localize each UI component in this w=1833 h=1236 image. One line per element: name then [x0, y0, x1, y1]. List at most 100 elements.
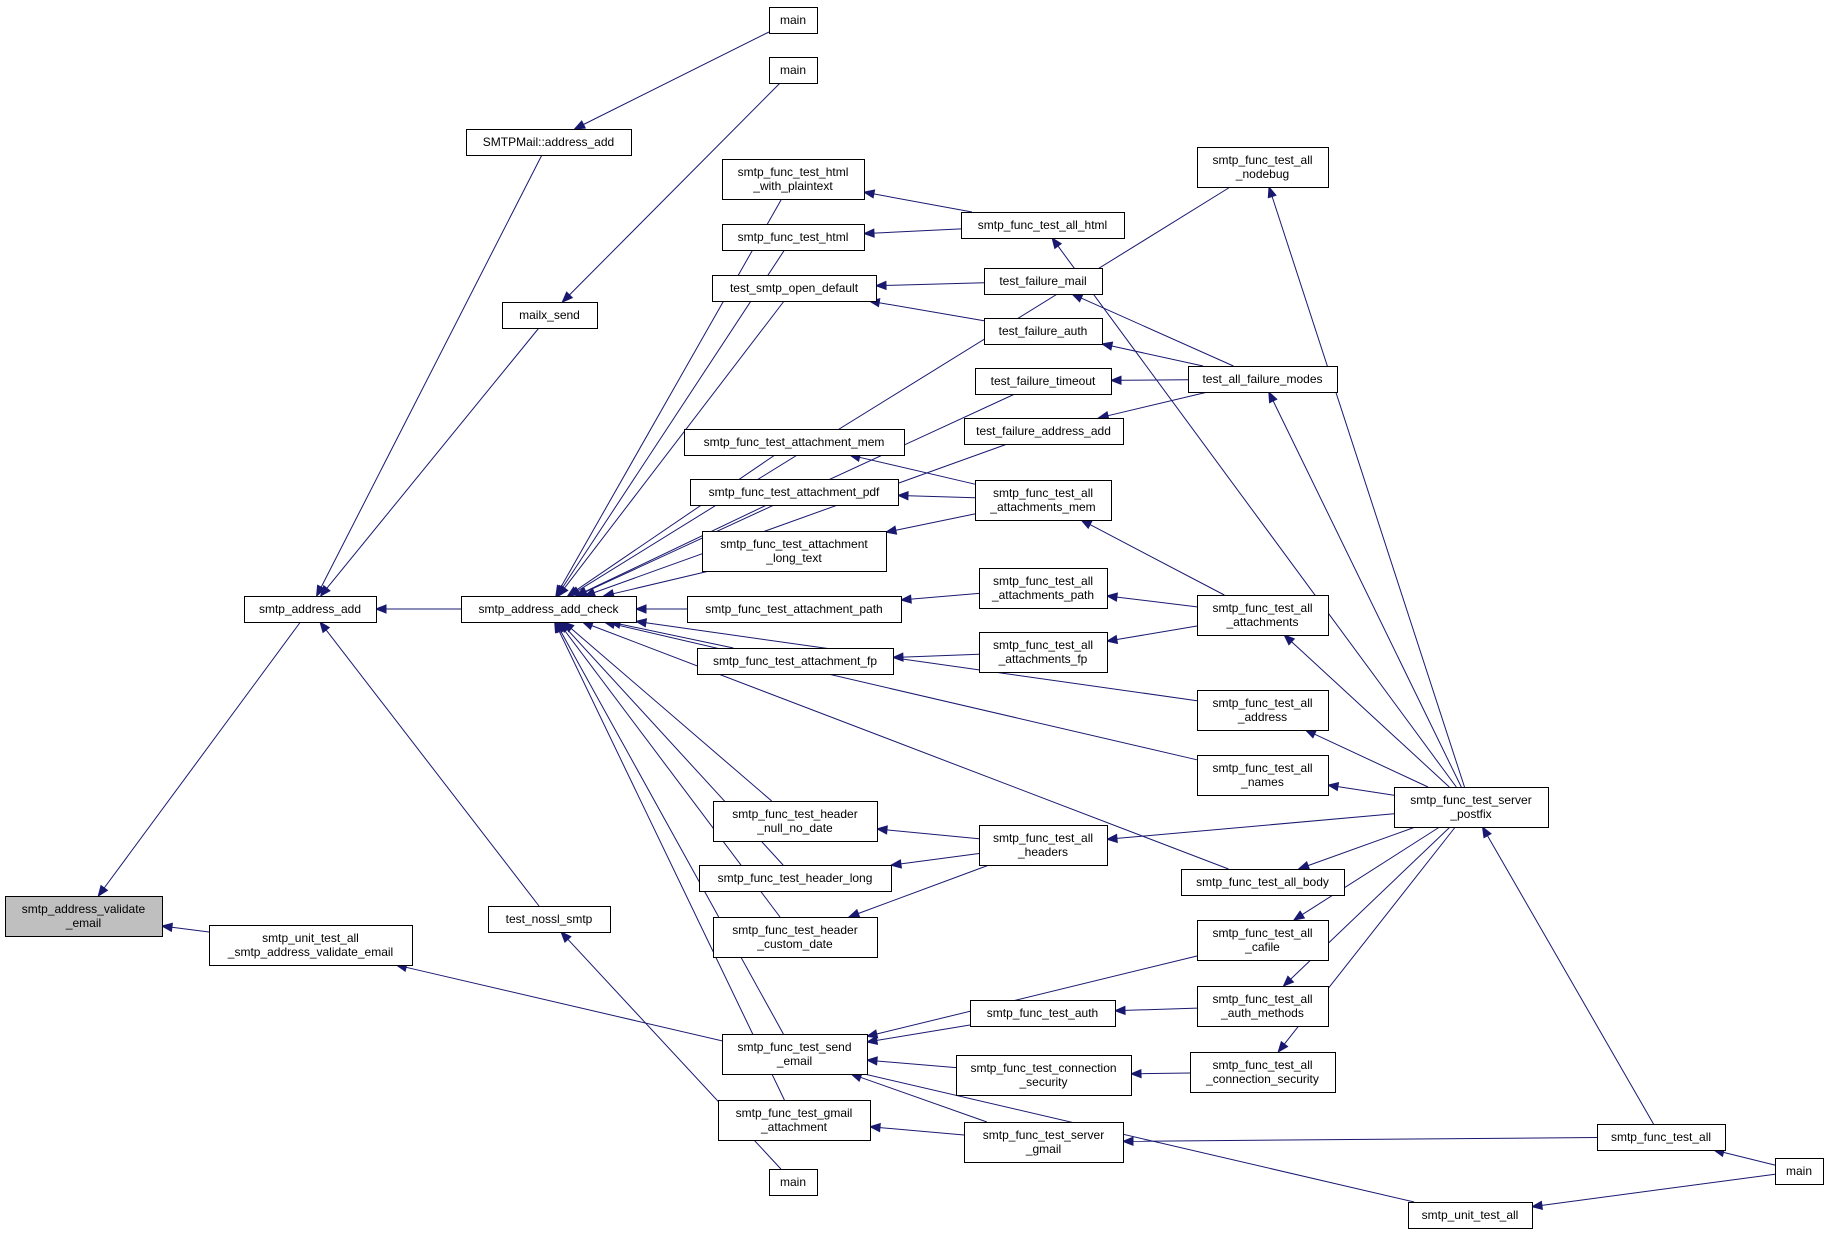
node-box	[975, 368, 1112, 395]
node-main2[interactable]: main	[769, 57, 818, 84]
call-edge	[891, 652, 980, 662]
arrowhead-icon	[374, 604, 387, 614]
node-box	[209, 925, 413, 966]
node-hdr-long[interactable]: smtp_func_test_header_long	[699, 865, 892, 892]
node-box	[769, 57, 818, 84]
node-label: main	[1786, 1164, 1812, 1178]
arrowhead-icon	[891, 652, 904, 662]
node-box	[697, 648, 894, 675]
node-address-add[interactable]: smtp_address_add	[244, 596, 377, 623]
call-edge	[1267, 185, 1465, 788]
node-test-nossl[interactable]: test_nossl_smtp	[488, 906, 611, 933]
node-fail-timeout[interactable]: test_failure_timeout	[975, 368, 1112, 395]
edge-line	[619, 623, 734, 649]
node-gmail-att[interactable]: smtp_func_test_gmail_attachment	[718, 1100, 871, 1141]
node-all-names[interactable]: smtp_func_test_all_names	[1197, 755, 1329, 796]
arrowhead-icon	[865, 1056, 878, 1066]
node-att-pdf[interactable]: smtp_func_test_attachment_pdf	[690, 479, 899, 506]
call-edge	[1268, 390, 1462, 788]
edge-line	[879, 1127, 965, 1136]
node-label: _attachments_path	[991, 588, 1094, 602]
arrowhead-icon	[1297, 861, 1311, 870]
node-box	[964, 1122, 1124, 1163]
edge-line	[860, 1076, 988, 1123]
node-add-check[interactable]: smtp_address_add_check	[461, 596, 637, 623]
node-box	[1197, 595, 1329, 636]
node-box	[961, 212, 1125, 239]
node-all-attachments[interactable]: smtp_func_test_all_attachments	[1197, 595, 1329, 636]
call-edge	[1096, 391, 1208, 421]
node-html-plain[interactable]: smtp_func_test_html_with_plaintext	[722, 159, 865, 200]
call-edge	[568, 186, 1231, 597]
node-mailx-send[interactable]: mailx_send	[502, 302, 598, 329]
node-validate-email[interactable]: smtp_address_validate_email	[5, 896, 163, 937]
arrowhead-icon	[1267, 185, 1277, 199]
arrowhead-icon	[1530, 1200, 1543, 1210]
node-all-att-mem[interactable]: smtp_func_test_all_attachments_mem	[975, 480, 1112, 521]
node-unit-all[interactable]: smtp_unit_test_all	[1408, 1202, 1533, 1229]
node-func-all[interactable]: smtp_func_test_all	[1597, 1124, 1726, 1151]
edge-line	[325, 629, 540, 907]
node-all-nodebug[interactable]: smtp_func_test_all_nodebug	[1197, 147, 1329, 188]
node-all-address[interactable]: smtp_func_test_all_address	[1197, 690, 1329, 731]
edge-line	[645, 622, 1198, 702]
arrowhead-icon	[862, 189, 876, 199]
node-att-long[interactable]: smtp_func_test_attachment_long_text	[702, 531, 887, 572]
node-fail-addr[interactable]: test_failure_address_add	[964, 418, 1124, 445]
node-box	[713, 917, 878, 958]
arrowhead-icon	[561, 291, 574, 303]
node-server-gmail[interactable]: smtp_func_test_server_gmail	[964, 1122, 1124, 1163]
node-all-auth-methods[interactable]: smtp_func_test_all_auth_methods	[1197, 986, 1329, 1027]
edge-line	[1307, 826, 1416, 867]
node-label: smtp_func_test_all	[1212, 761, 1312, 775]
edge-line	[564, 300, 785, 589]
node-box	[1775, 1158, 1824, 1185]
node-smtpmail-add[interactable]: SMTPMail::address_add	[466, 129, 632, 156]
node-html[interactable]: smtp_func_test_html	[722, 224, 865, 251]
node-main3[interactable]: main	[769, 1169, 818, 1196]
edge-line	[1107, 391, 1208, 417]
node-box	[690, 479, 899, 506]
node-box	[713, 801, 878, 842]
call-edge	[581, 621, 1229, 870]
node-unit-validate[interactable]: smtp_unit_test_all_smtp_address_validate…	[209, 925, 413, 966]
node-fail-auth[interactable]: test_failure_auth	[984, 318, 1103, 345]
arrowhead-icon	[634, 618, 648, 628]
node-label: test_failure_address_add	[976, 424, 1111, 438]
node-att-fp[interactable]: smtp_func_test_attachment_fp	[697, 648, 894, 675]
node-box	[1197, 920, 1329, 961]
node-all-failure[interactable]: test_all_failure_modes	[1188, 366, 1338, 393]
node-box	[722, 1034, 868, 1075]
node-label: smtp_func_test_auth	[987, 1006, 1098, 1020]
node-main1[interactable]: main	[769, 7, 818, 34]
node-open-default[interactable]: test_smtp_open_default	[712, 275, 877, 302]
node-box	[1190, 1052, 1336, 1093]
arrowhead-icon	[896, 490, 909, 501]
node-all-headers[interactable]: smtp_func_test_all_headers	[979, 825, 1108, 866]
node-all-body[interactable]: smtp_func_test_all_body	[1181, 869, 1345, 896]
edge-line	[873, 193, 973, 213]
node-box	[956, 1055, 1132, 1096]
node-att-mem[interactable]: smtp_func_test_attachment_mem	[684, 429, 905, 456]
node-att-path[interactable]: smtp_func_test_attachment_path	[687, 596, 902, 623]
node-all-conn-sec[interactable]: smtp_func_test_all_connection_security	[1190, 1052, 1336, 1093]
node-hdr-custom[interactable]: smtp_func_test_header_custom_date	[713, 917, 878, 958]
node-conn-sec[interactable]: smtp_func_test_connection_security	[956, 1055, 1132, 1096]
node-all-cafile[interactable]: smtp_func_test_all_cafile	[1197, 920, 1329, 961]
node-send-email[interactable]: smtp_func_test_send_email	[722, 1034, 868, 1075]
node-fail-mail[interactable]: test_failure_mail	[984, 268, 1103, 295]
edge-line	[593, 443, 1008, 594]
node-all-html[interactable]: smtp_func_test_all_html	[961, 212, 1125, 239]
node-hdr-null[interactable]: smtp_func_test_header_null_no_date	[713, 801, 878, 842]
node-all-att-path[interactable]: smtp_func_test_all_attachments_path	[979, 568, 1108, 609]
node-server-postfix[interactable]: smtp_func_test_server_postfix	[1394, 787, 1549, 828]
node-auth[interactable]: smtp_func_test_auth	[970, 1000, 1116, 1027]
edge-line	[584, 504, 767, 593]
call-edge	[865, 1056, 957, 1069]
node-label: smtp_func_test_header	[732, 807, 857, 821]
call-edge	[1292, 826, 1440, 921]
node-box	[712, 275, 877, 302]
node-all-att-fp[interactable]: smtp_func_test_all_attachments_fp	[979, 632, 1108, 673]
node-main4[interactable]: main	[1775, 1158, 1824, 1185]
node-label: _gmail	[1025, 1142, 1061, 1156]
